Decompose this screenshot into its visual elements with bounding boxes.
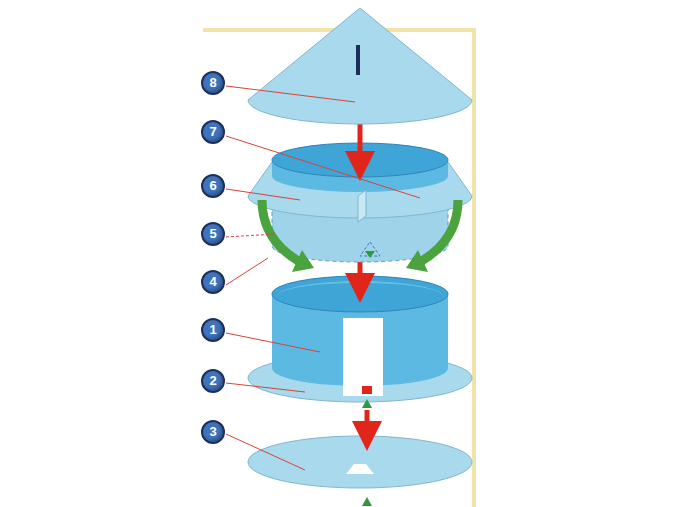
- leader-lines: [226, 86, 420, 470]
- red-mark: [362, 386, 372, 394]
- callout-number: 1: [201, 318, 225, 342]
- roof-slit: [356, 45, 360, 75]
- callout-number: 6: [201, 174, 225, 198]
- green-mark: [362, 497, 372, 506]
- green-mark: [362, 399, 372, 408]
- rotate-arrow: [262, 200, 300, 262]
- rotate-arrow-head: [406, 250, 428, 272]
- callout-number: 8: [201, 71, 225, 95]
- disk-notch: [346, 464, 374, 474]
- green-mark: [365, 251, 375, 258]
- cone-roof: [248, 8, 472, 124]
- base-disk: [248, 436, 472, 488]
- rotate-arrow: [420, 200, 458, 262]
- callout-number: 2: [201, 369, 225, 393]
- frame-line: [472, 28, 476, 507]
- callout-number: 3: [201, 420, 225, 444]
- assembly-arrow: [358, 124, 363, 166]
- assembly-arrow: [358, 258, 363, 288]
- assembly-arrow: [365, 410, 370, 436]
- rotate-arrow-head: [292, 250, 314, 272]
- door-opening: [343, 318, 383, 396]
- callout-number: 7: [201, 120, 225, 144]
- callout-number: 5: [201, 222, 225, 246]
- tab: [358, 190, 366, 222]
- callout-number: 4: [201, 270, 225, 294]
